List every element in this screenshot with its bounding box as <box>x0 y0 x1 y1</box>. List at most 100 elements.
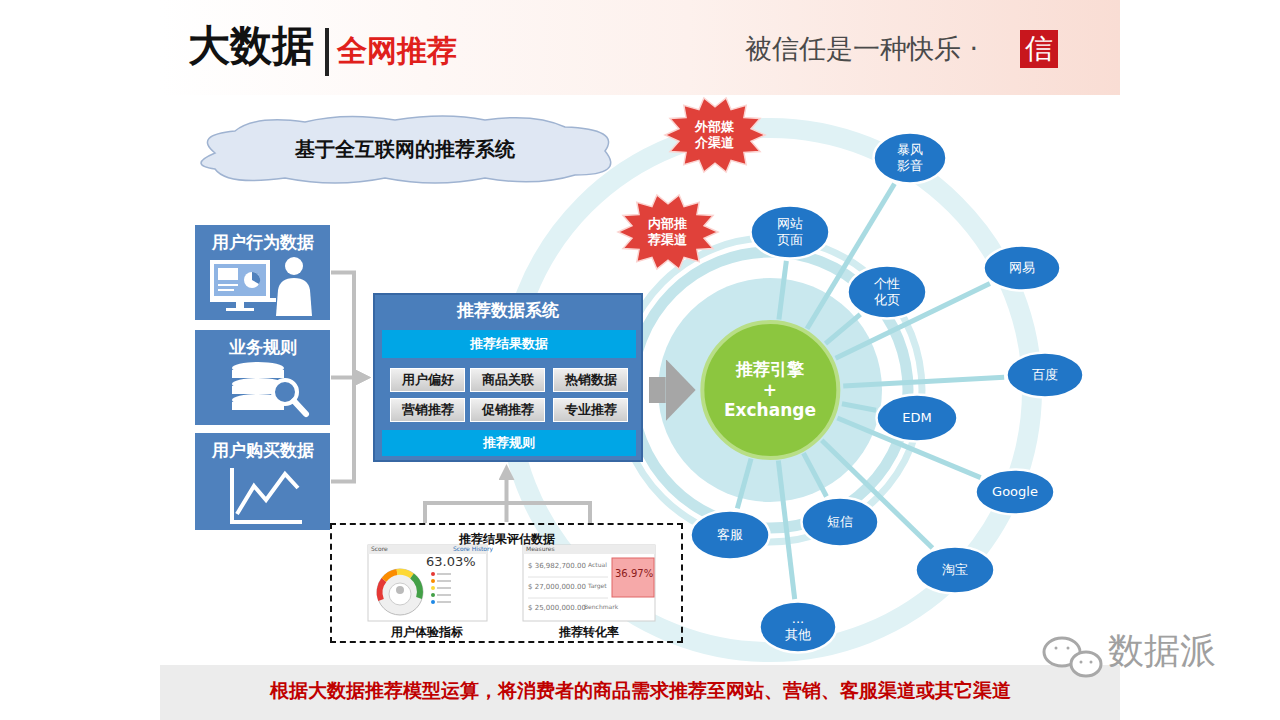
node-text: 其他 <box>785 627 811 643</box>
node-outline <box>751 206 830 259</box>
business-rules-icon <box>294 401 306 414</box>
score-panel <box>397 572 412 576</box>
rect-node: 热销数据 <box>553 368 628 392</box>
label: 用户体验指标 <box>391 626 463 640</box>
channel-rings <box>508 128 1032 652</box>
purchase-data-icon <box>237 474 298 514</box>
rect-node: 用户行为数据 <box>195 225 330 320</box>
score-panel <box>437 573 451 575</box>
node-text: 专业推荐 <box>565 402 617 418</box>
user-behaviour-icon <box>236 302 244 308</box>
wechat-icon <box>1080 661 1083 664</box>
score-panel <box>431 572 435 576</box>
burst-node: 内部推荐渠道 <box>616 192 720 272</box>
rect-node: 推荐结果数据 <box>382 330 636 358</box>
user-behaviour-icon <box>262 298 276 302</box>
dashed-node: 推荐结果评估数据 <box>330 523 683 643</box>
rect-node: 用户偏好 <box>390 368 465 392</box>
node-outline <box>874 133 947 184</box>
score-panel <box>377 569 423 615</box>
node-text: 推荐结果数据 <box>470 336 548 352</box>
node-text: 网站页面 <box>776 216 805 247</box>
score-panel <box>431 586 435 590</box>
node-text: + <box>763 380 777 400</box>
channel-ellipse: 个性化页 <box>846 264 928 320</box>
score-panel <box>431 600 435 604</box>
node-text: Google <box>992 484 1038 500</box>
connector <box>779 261 786 320</box>
channel-ellipse: Google <box>974 468 1056 516</box>
node-outline <box>618 195 718 269</box>
node-outline <box>201 116 611 183</box>
node-text: 个性化页 <box>873 276 902 307</box>
node-text: 淘宝 <box>942 562 968 578</box>
channel-ellipse: ...其他 <box>758 600 838 654</box>
user-behaviour-icon <box>210 260 270 302</box>
node-outline <box>848 266 927 319</box>
channel-ellipse: 暴风影音 <box>872 131 948 185</box>
node-text: 内部推荐渠道 <box>648 216 688 247</box>
node-text: 推荐引擎 <box>736 359 804 379</box>
measures-panel <box>523 545 655 621</box>
wechat-icon <box>1044 638 1101 676</box>
node-outline <box>877 395 958 442</box>
label: Benchmark <box>584 604 618 611</box>
label: 全网推荐 <box>337 34 457 69</box>
user-behaviour-icon <box>285 257 303 275</box>
node-text: 外部媒介渠道 <box>695 119 735 150</box>
node-text: 百度 <box>1032 367 1058 383</box>
node-text: EDM <box>902 410 931 426</box>
node-text: 促销推荐 <box>482 402 534 418</box>
wechat-icon <box>1067 647 1070 650</box>
score-panel <box>412 576 420 598</box>
purchase-data-icon <box>232 468 302 522</box>
user-behaviour-icon <box>218 284 238 286</box>
user-behaviour-icon <box>218 268 238 280</box>
measures-panel <box>612 558 654 597</box>
score-panel <box>431 572 451 604</box>
user-behaviour-icon <box>210 257 312 316</box>
connector <box>737 459 751 509</box>
label: $ 27,000,000.00 <box>528 583 586 591</box>
node-text: 用户购买数据 <box>212 440 314 460</box>
business-rules-icon <box>273 380 297 404</box>
node-text: 网易 <box>1009 260 1035 276</box>
node-text: 业务规则 <box>229 337 297 357</box>
user-behaviour-icon <box>252 272 260 284</box>
label: Target <box>588 583 607 590</box>
channel-rings <box>508 128 1032 652</box>
label: 数据派 <box>1108 630 1216 671</box>
rect-node: 促销推荐 <box>470 398 545 422</box>
caption-band <box>160 665 1120 720</box>
node-text: 基于全互联网的推荐系统 <box>295 137 515 161</box>
cloud-node: 基于全互联网的推荐系统 <box>185 113 625 185</box>
channel-ellipse: 短信 <box>800 496 880 548</box>
connector <box>843 377 1004 386</box>
rect-node: 推荐数据系统推荐结果数据用户偏好商品关联热销数据营销推荐促销推荐专业推荐推荐规则 <box>373 293 643 462</box>
measures-panel <box>523 545 655 554</box>
connector <box>825 314 860 343</box>
node-outline <box>802 498 879 547</box>
connector <box>331 273 355 378</box>
node-outline <box>916 547 995 594</box>
header-band <box>160 0 1120 95</box>
purchase-data-icon <box>232 468 302 522</box>
label: Score History <box>453 546 493 553</box>
node-outline <box>702 322 838 458</box>
node-outline <box>976 470 1055 515</box>
score-panel <box>437 601 451 603</box>
connector <box>505 480 509 522</box>
label: Measures <box>526 546 555 553</box>
node-text: ... <box>792 611 804 627</box>
node-text: 推荐结果评估数据 <box>459 532 555 546</box>
score-panel <box>380 580 384 600</box>
label: 被信任是一种快乐 · <box>745 33 978 64</box>
connector <box>842 404 876 410</box>
score-panel <box>437 587 451 589</box>
burst-node: 外部媒介渠道 <box>663 95 767 175</box>
label: 推荐转化率 <box>559 626 619 640</box>
node-outline <box>1007 353 1084 398</box>
score-panel <box>368 545 487 621</box>
node-text: 推荐数据系统 <box>457 300 559 320</box>
business-rules-icon <box>232 394 284 406</box>
